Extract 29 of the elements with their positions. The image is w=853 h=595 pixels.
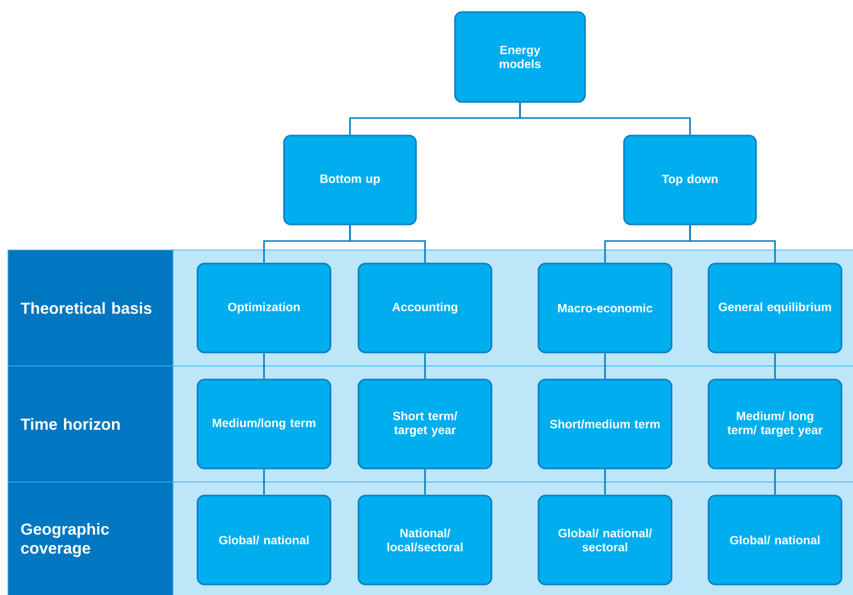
category-box: General equilibrium — [708, 262, 842, 354]
category-box: Bottom up — [283, 134, 417, 226]
row-header: Time horizon — [8, 366, 174, 482]
category-box: Global/ national — [196, 494, 332, 586]
connector-line — [349, 225, 426, 263]
connector-line — [519, 102, 691, 135]
connector-line — [689, 225, 776, 263]
connector-line — [424, 353, 426, 379]
category-box: Global/ national — [708, 494, 842, 586]
connector-line — [774, 469, 776, 495]
category-box: Macro-economic — [538, 262, 672, 354]
category-box: National/ local/sectoral — [358, 494, 492, 586]
category-box: Top down — [623, 134, 757, 226]
row-header: Geographic coverage — [8, 482, 174, 595]
category-box: Accounting — [358, 262, 492, 354]
category-box: Global/ national/ sectoral — [538, 494, 672, 586]
category-box: Medium/long term — [196, 378, 332, 470]
category-box: Optimization — [196, 262, 332, 354]
category-box: Medium/ long term/ target year — [708, 378, 842, 470]
connector-line — [774, 353, 776, 379]
connector-line — [604, 469, 606, 495]
connector-line — [263, 353, 265, 379]
category-box: Energy models — [454, 11, 586, 103]
connector-line — [263, 469, 265, 495]
connector-line — [604, 353, 606, 379]
connector-line — [424, 469, 426, 495]
row-header: Theoretical basis — [8, 250, 174, 366]
category-box: Short/medium term — [538, 378, 672, 470]
category-box: Short term/ target year — [358, 378, 492, 470]
